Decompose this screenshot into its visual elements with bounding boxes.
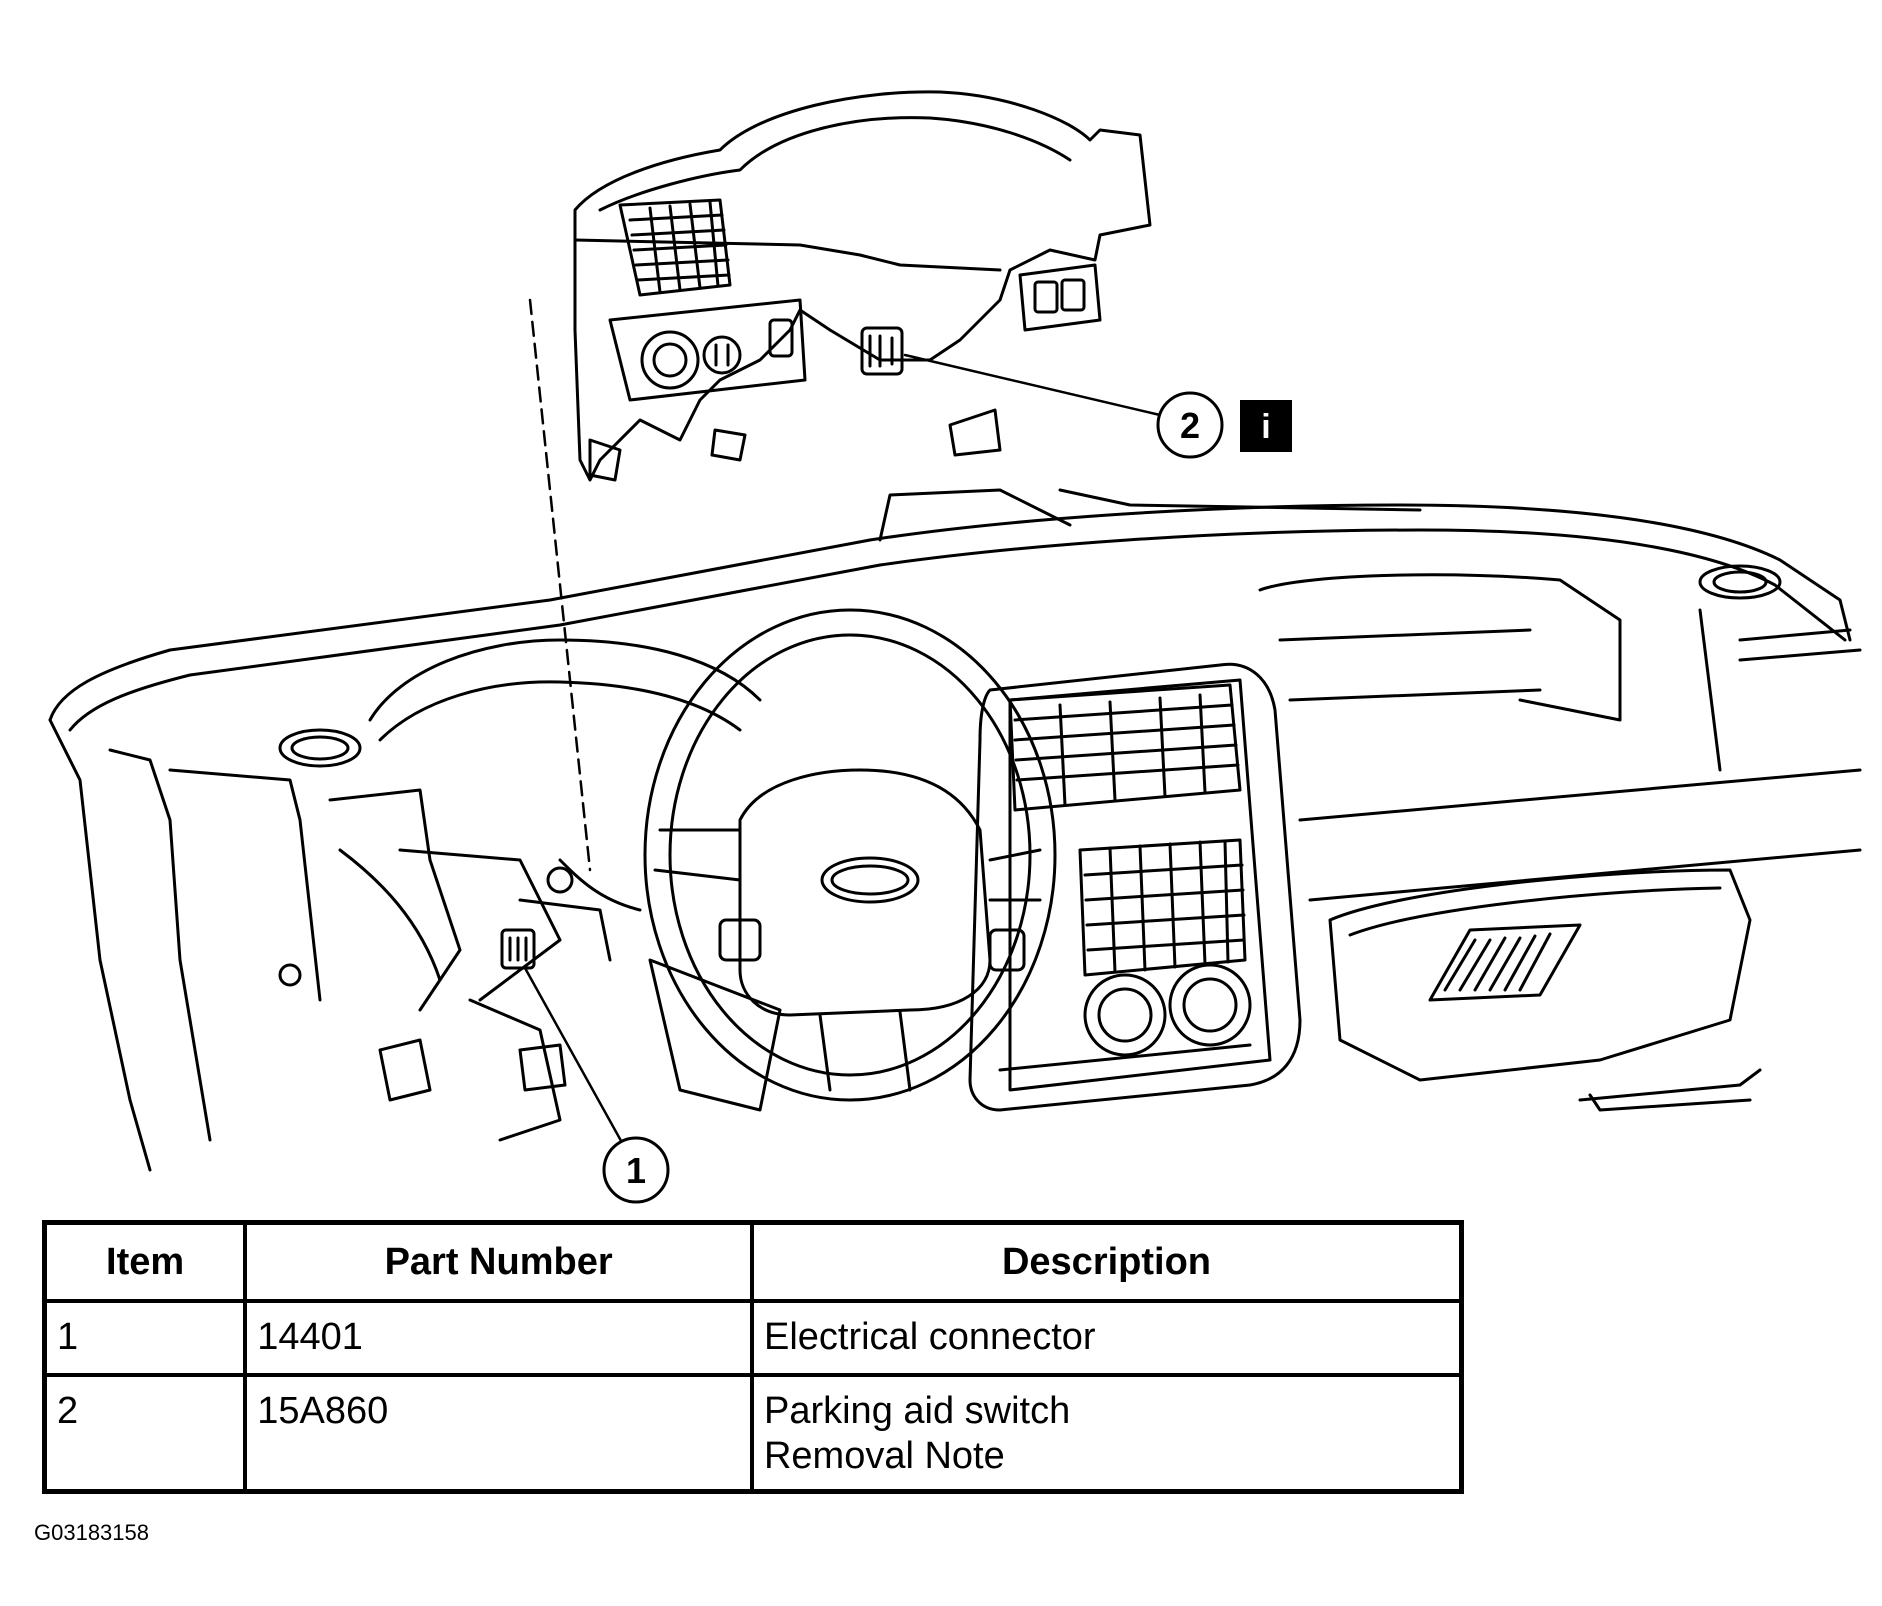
cluster-bezel <box>573 90 1152 482</box>
cell-description: Electrical connector <box>749 1299 1464 1377</box>
callout-1-leader <box>523 966 627 1150</box>
header-description: Description <box>749 1220 1464 1303</box>
table-header-row: Item Part Number Description <box>42 1220 1464 1303</box>
electrical-connector <box>500 928 536 970</box>
callout-2-label: 2 <box>1180 405 1200 446</box>
instrument-panel <box>48 488 1862 1172</box>
center-stack <box>968 662 1302 1112</box>
info-badge[interactable]: i <box>1240 400 1292 452</box>
callout-2: 2 <box>1156 391 1224 459</box>
parts-table: Item Part Number Description 1 14401 Ele… <box>42 1220 1464 1494</box>
header-item: Item <box>42 1220 248 1303</box>
removal-note-link[interactable]: Removal Note <box>763 1435 1005 1477</box>
cell-description: Parking aid switch Removal Note <box>749 1373 1464 1494</box>
alignment-dashed-line <box>528 298 592 872</box>
cell-item: 2 <box>42 1373 248 1494</box>
dashboard-illustration: 1 2 i <box>48 90 1862 1204</box>
table-row: 1 14401 Electrical connector <box>42 1299 1464 1377</box>
parking-aid-switch <box>860 326 904 376</box>
description-line: Electrical connector <box>763 1316 1096 1358</box>
steering-wheel <box>643 608 1057 1112</box>
cell-part-number: 14401 <box>243 1299 754 1377</box>
description-line: Parking aid switch <box>763 1390 1071 1432</box>
header-part-number: Part Number <box>243 1220 754 1303</box>
table-row: 2 15A860 Parking aid switch Removal Note <box>42 1373 1464 1494</box>
cell-item: 1 <box>42 1299 248 1377</box>
figure-id: G03183158 <box>34 1520 149 1545</box>
cell-part-number: 15A860 <box>243 1373 754 1494</box>
info-icon: i <box>1261 408 1270 446</box>
callout-2-leader <box>903 353 1162 417</box>
callout-1: 1 <box>602 1136 670 1204</box>
under-dash-wiring <box>278 788 642 1142</box>
callout-1-label: 1 <box>626 1150 646 1191</box>
